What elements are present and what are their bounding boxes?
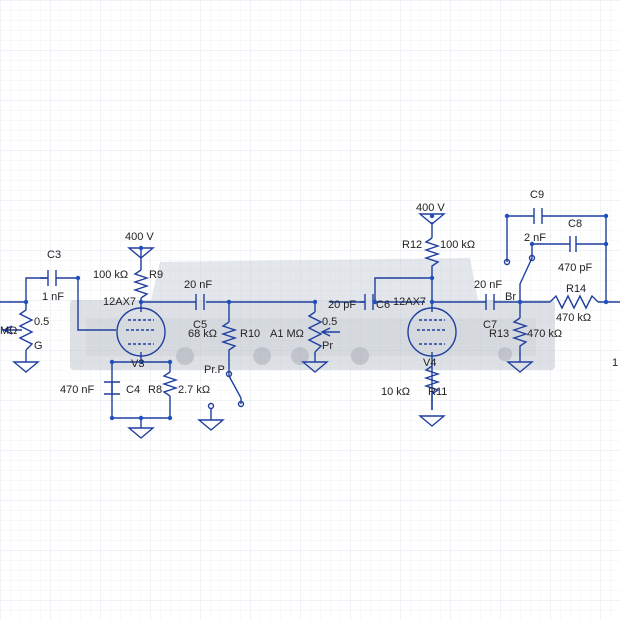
c8-value: 470 pF [558,262,593,274]
supply-left: 400 V [125,231,154,243]
r12-value: 100 kΩ [440,239,475,251]
c4-value: 470 nF [60,384,95,396]
c3-value: 1 nF [42,291,64,303]
junction-nodes [23,213,609,421]
c5-value: 20 nF [184,279,212,291]
edge-label-right: 1 [612,357,618,369]
c8-label: C8 [568,218,582,230]
r9-label: R9 [149,269,163,281]
pot-mid-pr: Pr [322,340,333,352]
r14-value: 470 kΩ [556,312,591,324]
r13-value: 470 kΩ [527,328,562,340]
c6-value: 20 pF [328,299,356,311]
r11-value: 10 kΩ [381,386,410,398]
components [2,208,599,439]
c9-value: 2 nF [524,232,546,244]
br-label: Br [505,291,516,303]
pot-mid-value: A1 MΩ [270,328,304,340]
v3-type: 12AX7 [103,296,136,308]
c7-label: C7 [483,319,497,331]
v4-label: V4 [423,357,436,369]
pot-left-value: 0.5 [34,316,49,328]
r10-label: R10 [240,328,260,340]
component-labels: C3 1 nF 100 kΩ R9 12AX7 400 V 20 nF C5 6… [0,189,618,398]
v3-label: V3 [131,358,144,370]
chassis-photo [70,258,555,370]
r9-value: 100 kΩ [93,269,128,281]
r10-value: 68 kΩ [188,328,217,340]
r13-label: R13 [489,328,509,340]
c5-label: C5 [193,319,207,331]
c3-label: C3 [47,249,61,261]
c4-label: C4 [126,384,140,396]
c7-value: 20 nF [474,279,502,291]
r8-value: 2.7 kΩ [178,384,210,396]
v4-type: 12AX7 [393,296,426,308]
c9-label: C9 [530,189,544,201]
r8-label: R8 [148,384,162,396]
pr-p-label: Pr.P [204,364,225,376]
c6-label: C6 [376,299,390,311]
r14-label: R14 [566,283,586,295]
r11-label: R11 [428,386,447,398]
pot-left-g: G [34,340,43,352]
supply-right: 400 V [416,202,445,214]
pot-mid-fraction: 0.5 [322,316,337,328]
pot-left-unit: MΩ [0,325,17,337]
r12-label: R12 [402,239,422,251]
